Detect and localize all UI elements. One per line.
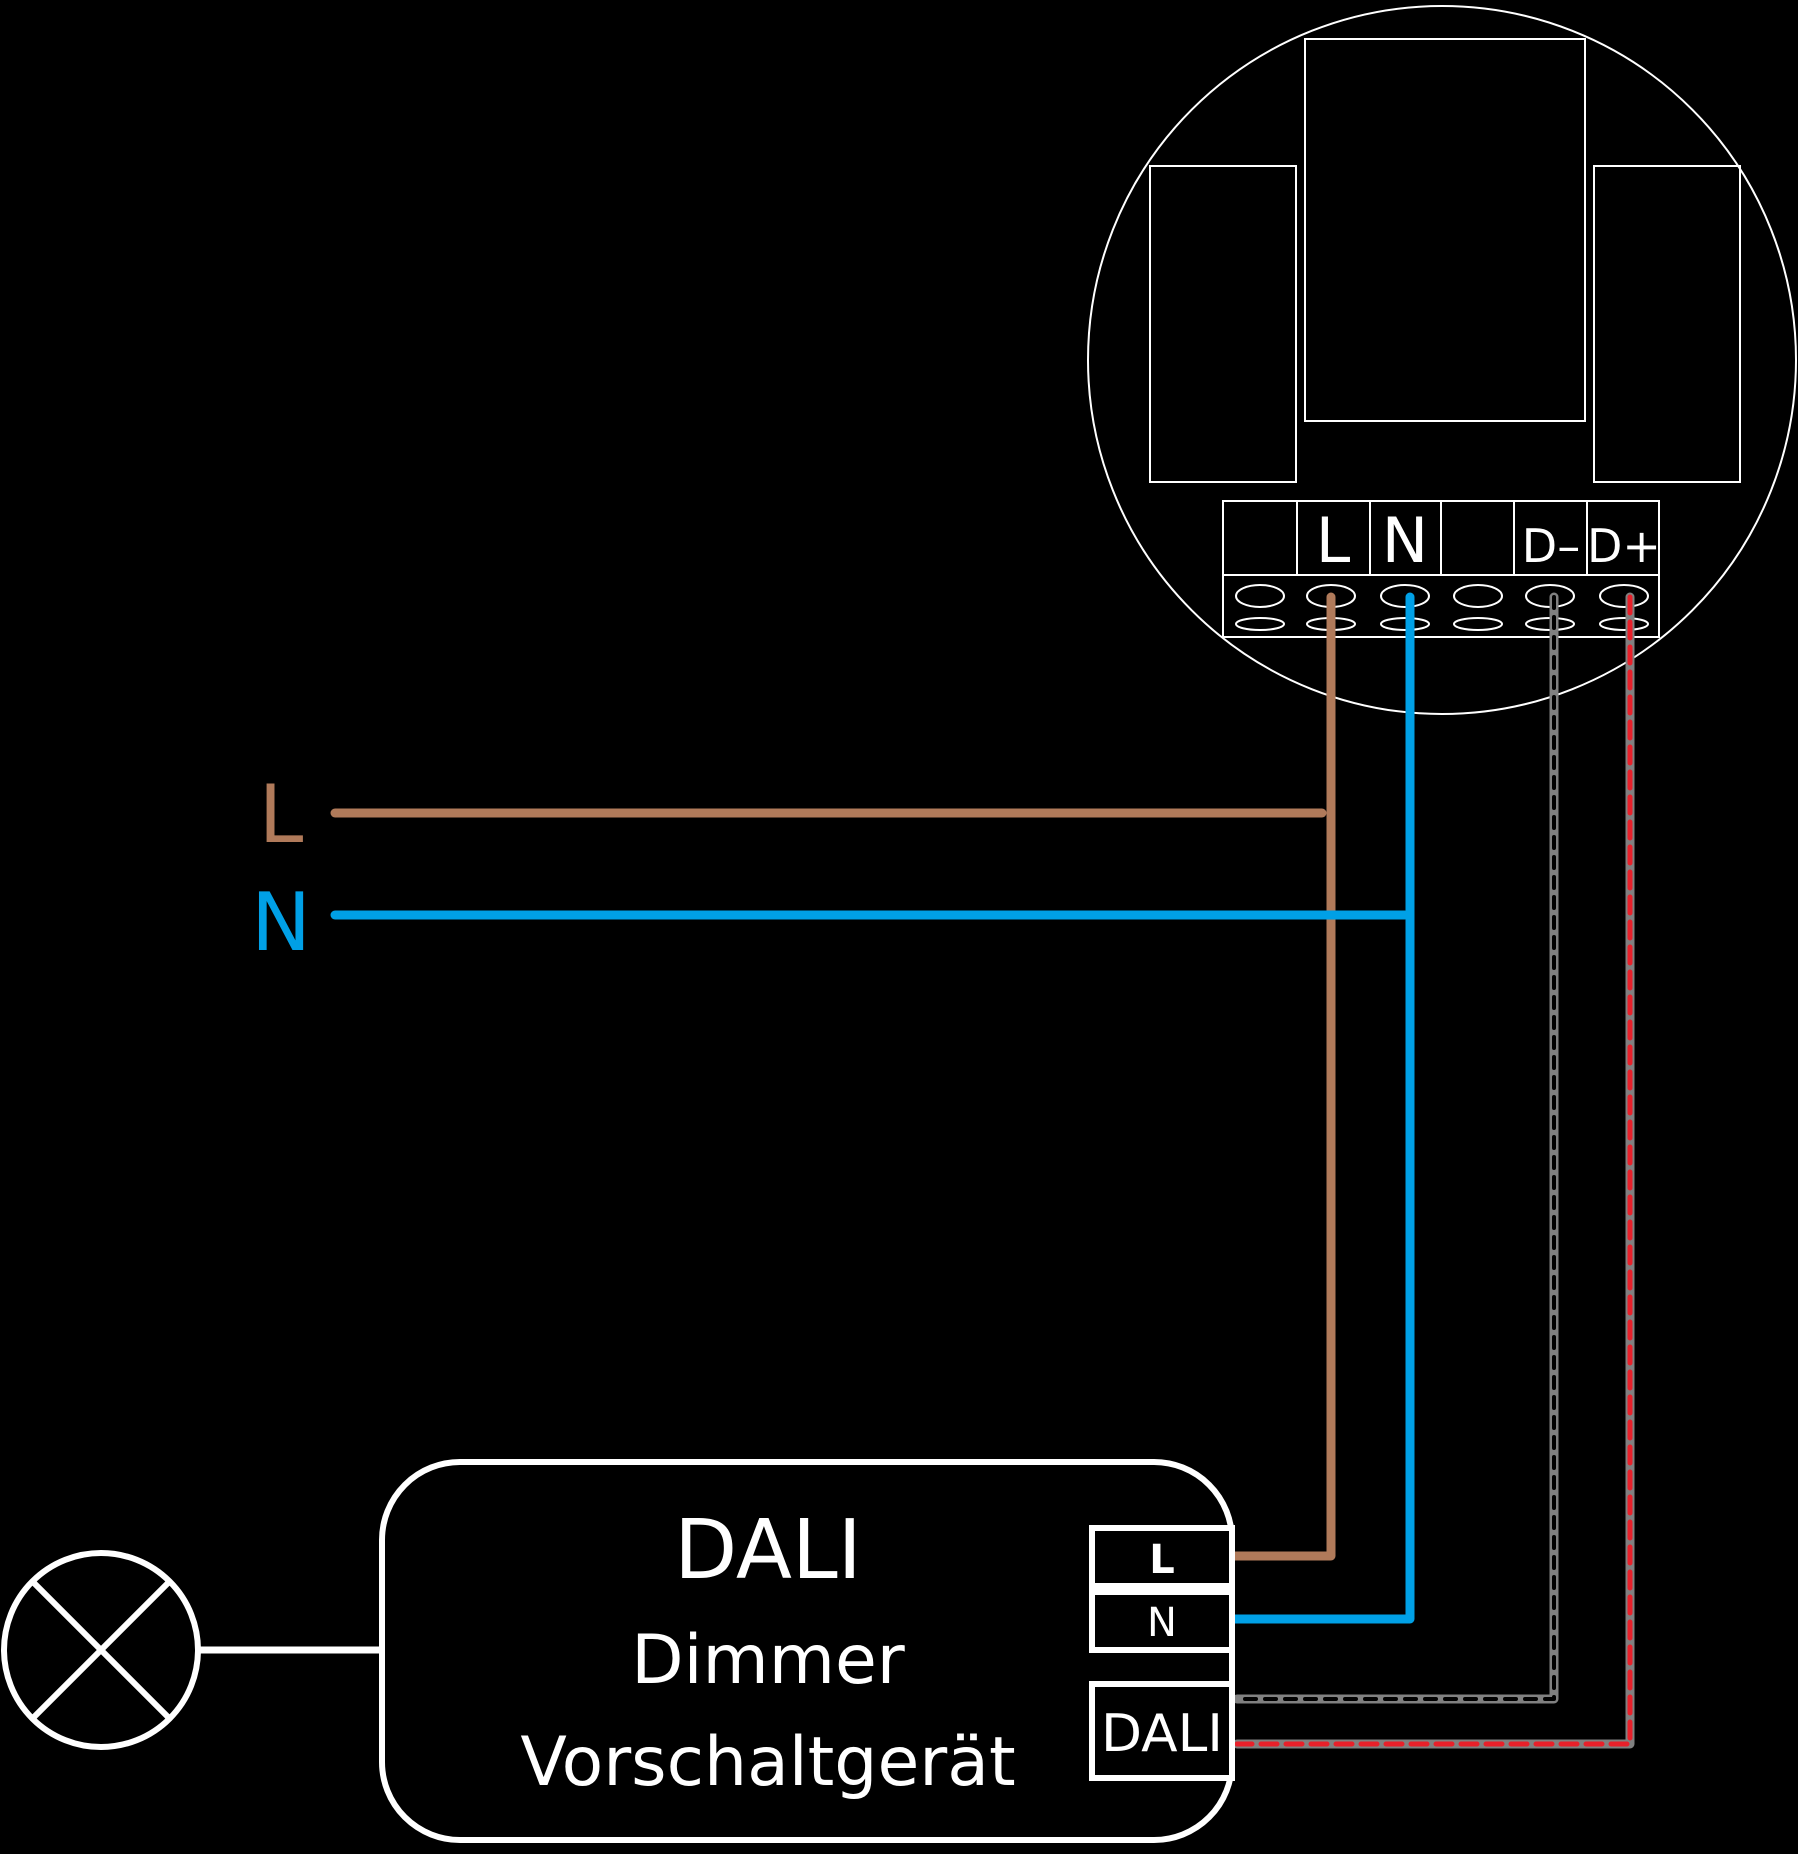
- dali-bus-plus-wire: [1232, 592, 1635, 1749]
- dali-dimmer-subtitle-2: Vorschaltgerät: [520, 1723, 1015, 1802]
- terminal-label-l: L: [1316, 504, 1351, 577]
- lamp-cross-icon: [1, 1550, 201, 1750]
- sensor-module-center: [1304, 38, 1586, 422]
- dimmer-terminal-n: [1089, 1589, 1235, 1653]
- terminal-screws: [1235, 584, 1649, 631]
- terminal-label-d-minus: D–: [1522, 519, 1580, 573]
- sensor-housing: [1087, 5, 1797, 715]
- mains-label-n: N: [251, 876, 311, 969]
- dimmer-terminal-l: [1089, 1525, 1235, 1589]
- dali-dimmer-title: DALI: [674, 1503, 862, 1598]
- terminal-block-screws: [1222, 574, 1660, 638]
- sensor-device: [1087, 5, 1797, 715]
- dali-bus-minus-dash: [1235, 595, 1556, 1701]
- terminal-label-d-plus: D+: [1587, 519, 1661, 573]
- dali-bus-plus-dash: [1234, 594, 1633, 1747]
- dali-dimmer-subtitle-1: Dimmer: [631, 1621, 905, 1700]
- dimmer-terminal-dali: [1089, 1681, 1235, 1781]
- mains-label-l: L: [259, 768, 304, 861]
- neutral-wire: [1227, 592, 1415, 1624]
- dimmer-terminal-l-label: L: [1149, 1537, 1175, 1583]
- terminal-label-n: N: [1382, 504, 1428, 577]
- sensor-module-left: [1149, 165, 1297, 483]
- terminal-labels: L N D– D+: [1316, 504, 1661, 577]
- sensor-module-right: [1593, 165, 1741, 483]
- dimmer-terminal-n-label: N: [1147, 1600, 1177, 1646]
- live-wire: [1227, 592, 1336, 1561]
- dali-bus-minus-wire: [1232, 592, 1559, 1704]
- dali-dimmer: DALI Dimmer Vorschaltgerät L N DALI: [379, 1459, 1235, 1843]
- dimmer-terminal-dali-label: DALI: [1101, 1704, 1223, 1764]
